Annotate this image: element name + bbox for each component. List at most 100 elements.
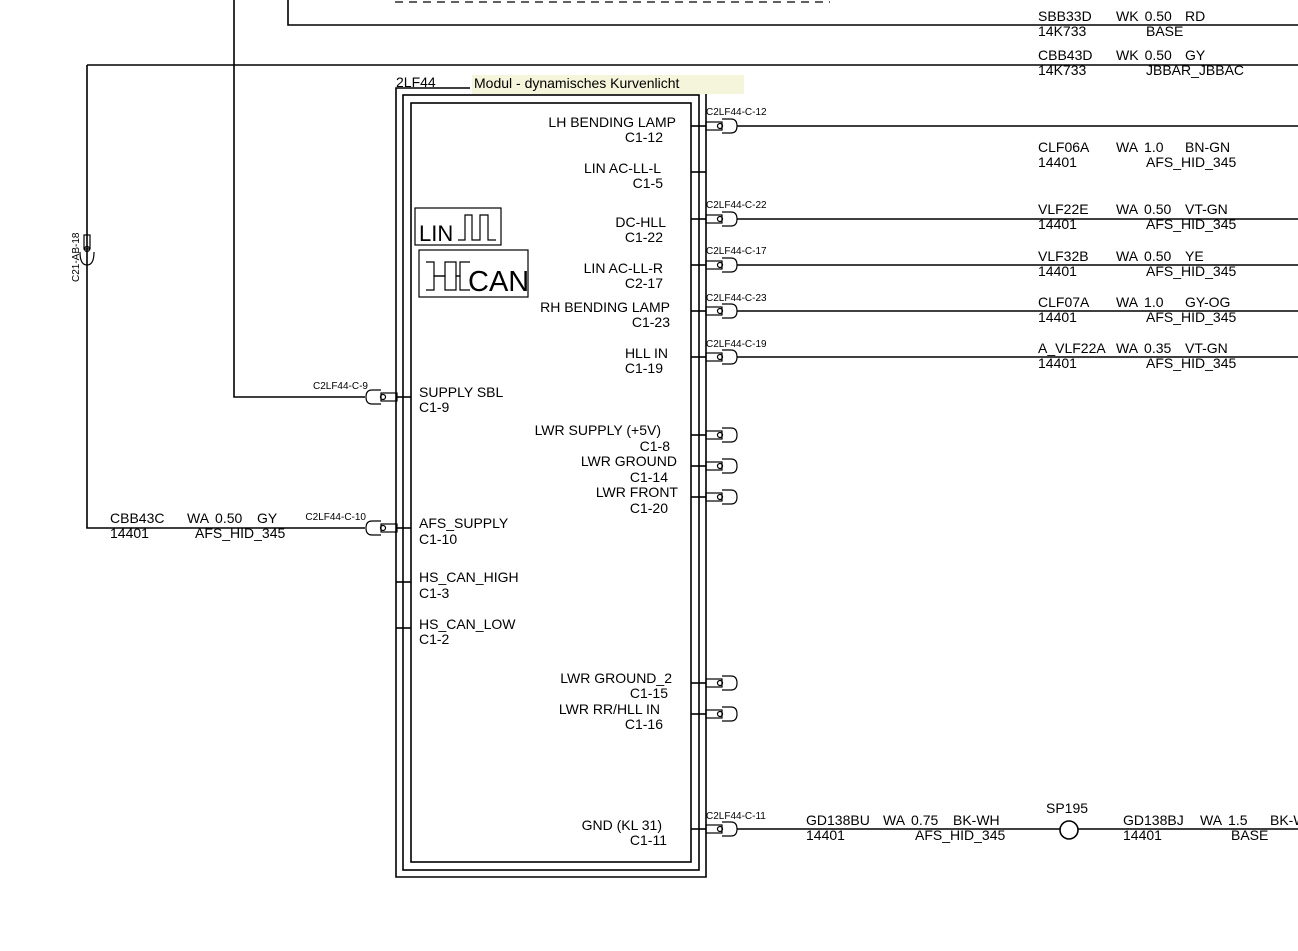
pin-name: LWR SUPPLY (+5V) — [535, 422, 661, 438]
pin-name: LWR GROUND_2 — [560, 670, 672, 686]
connector-icon[interactable] — [365, 520, 398, 536]
wire-color: RD — [1185, 8, 1205, 24]
wire-code: 14401 — [1038, 309, 1077, 325]
connector-label-c12: C2LF44-C-12 — [706, 107, 767, 118]
wire-gauge: 0.50 — [1145, 8, 1172, 24]
module-title[interactable]: Modul - dynamisches Kurvenlicht — [474, 75, 680, 91]
pin-number: C1-3 — [419, 585, 450, 601]
wire-gauge: 1.0 — [1144, 139, 1164, 155]
pin-name: LIN AC-LL-L — [584, 160, 661, 176]
pin-name: LIN AC-LL-R — [584, 260, 663, 276]
connector-label-c23: C2LF44-C-23 — [706, 293, 767, 304]
wire-code: 14401 — [110, 525, 149, 541]
pin-name: HS_CAN_LOW — [419, 616, 516, 632]
wire-color: GY — [257, 510, 278, 526]
wire-gauge: 0.50 — [1144, 248, 1171, 264]
pin-name: LWR GROUND — [581, 453, 677, 469]
wire-type-gauge: WA 0.50 — [1116, 248, 1172, 264]
left-pin-stubs — [396, 396, 411, 629]
pin-number: C1-5 — [633, 175, 664, 191]
wire-type: WA — [1116, 340, 1139, 356]
pin-number: C1-23 — [632, 314, 670, 330]
pin-number: C1-15 — [630, 685, 668, 701]
can-low-waveform-icon — [426, 275, 470, 291]
pin-number: C1-20 — [630, 500, 668, 516]
connector-icon[interactable] — [705, 303, 738, 319]
pin-number: C1-12 — [625, 129, 663, 145]
wire-id: SBB33D — [1038, 8, 1092, 24]
wire-color: BK-WH — [953, 812, 1000, 828]
pin-number: C1-8 — [640, 438, 671, 454]
wire-id: GD138BU — [806, 812, 870, 828]
connector-icon[interactable] — [705, 349, 738, 365]
wire-code: 14401 — [1038, 154, 1077, 170]
can-label: CAN — [468, 266, 529, 298]
wire-color: VT-GN — [1185, 201, 1228, 217]
wire-sbb33d[interactable] — [287, 0, 1298, 26]
wire-id: CBB43D — [1038, 47, 1092, 63]
connector-icon[interactable] — [705, 489, 738, 505]
connector-c21-ab-18[interactable] — [79, 234, 95, 266]
pin-number: C1-11 — [630, 832, 667, 848]
connector-icon[interactable] — [705, 675, 738, 691]
connector-icon[interactable] — [705, 118, 738, 134]
can-high-waveform-icon — [426, 261, 470, 277]
connector-label-c17: C2LF44-C-17 — [706, 246, 767, 257]
pin-name: GND (KL 31) — [582, 817, 662, 833]
wire-gauge: 0.75 — [911, 812, 938, 828]
wire-type: WA — [187, 510, 210, 526]
connector-label-c9: C2LF44-C-9 — [313, 381, 368, 392]
wire-harness: AFS_HID_345 — [1146, 263, 1236, 279]
wire-type: WK — [1116, 47, 1139, 63]
connector-icon[interactable] — [705, 821, 738, 837]
wire-code: 14K733 — [1038, 62, 1086, 78]
lin-label: LIN — [419, 221, 453, 246]
wire-cbb43c[interactable] — [86, 65, 365, 529]
wire-gauge: 0.50 — [215, 510, 242, 526]
connector-icon[interactable] — [705, 427, 738, 443]
wire-harness: AFS_HID_345 — [915, 827, 1005, 843]
wire-color: BN-GN — [1185, 139, 1230, 155]
wire-color: GY-OG — [1185, 294, 1230, 310]
connector-icon[interactable] — [705, 211, 738, 227]
wire-type: WA — [1116, 248, 1139, 264]
wire-id: GD138BJ — [1123, 812, 1184, 828]
connector-icon[interactable] — [705, 257, 738, 273]
splice-sp195-icon[interactable] — [1059, 820, 1079, 840]
wire-id: VLF32B — [1038, 248, 1089, 264]
wire-id: CBB43C — [110, 510, 164, 526]
connector-icon[interactable] — [705, 706, 738, 722]
pin-number: C1-22 — [625, 229, 663, 245]
pin-number: C1-2 — [419, 631, 450, 647]
module-id: 2LF44 — [396, 74, 436, 90]
wire-harness: JBBAR_JBBAC — [1146, 62, 1244, 78]
pin-name: AFS_SUPPLY — [419, 515, 509, 531]
wire-harness: BASE — [1231, 827, 1268, 843]
wire-harness: AFS_HID_345 — [1146, 309, 1236, 325]
connector-icon[interactable] — [365, 389, 398, 405]
pin-name: HS_CAN_HIGH — [419, 569, 519, 585]
wire-color: BK-W — [1270, 812, 1298, 828]
wire-code: 14401 — [1038, 263, 1077, 279]
wire-gauge: 0.50 — [1144, 201, 1171, 217]
module-inner-frame — [410, 102, 692, 863]
connector-label-c21-ab-18: C21-AB-18 — [71, 232, 82, 282]
pin-name: SUPPLY SBL — [419, 384, 504, 400]
wire-supply-sbl[interactable] — [233, 0, 365, 398]
connector-label-c10: C2LF44-C-10 — [305, 512, 366, 523]
wire-color: GY — [1185, 47, 1206, 63]
pin-number: C2-17 — [625, 275, 663, 291]
wire-type: WA — [883, 812, 906, 828]
module-title-bg — [472, 75, 744, 94]
wire-id: A_VLF22A — [1038, 340, 1106, 356]
wire-harness: AFS_HID_345 — [1146, 216, 1236, 232]
wire-harness: AFS_HID_345 — [195, 525, 285, 541]
connector-icon[interactable] — [705, 458, 738, 474]
wire-harness: AFS_HID_345 — [1146, 154, 1236, 170]
wire-code: 14401 — [1123, 827, 1162, 843]
wire-id: CLF06A — [1038, 139, 1090, 155]
